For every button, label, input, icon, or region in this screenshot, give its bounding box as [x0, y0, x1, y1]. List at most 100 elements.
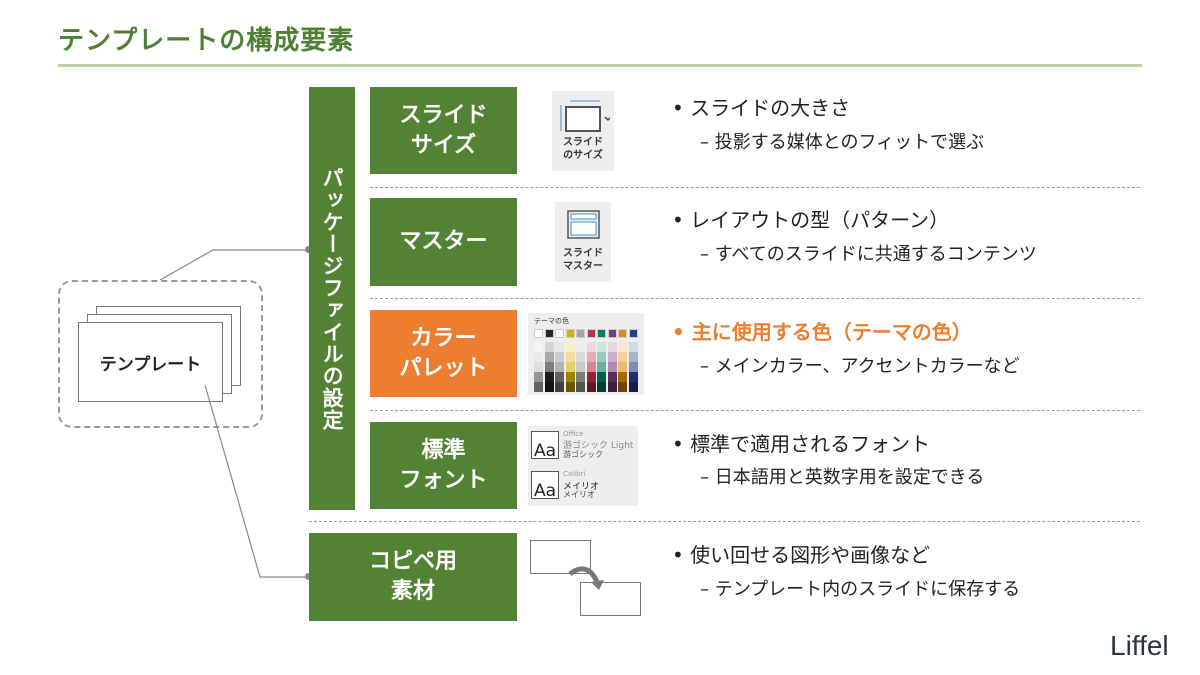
slide-size-icon: スライド のサイズ	[552, 91, 614, 171]
palette-shade[interactable]	[597, 342, 606, 352]
palette-shade[interactable]	[555, 352, 564, 362]
palette-swatch[interactable]	[618, 329, 627, 338]
package-settings-bar: パッケージファイルの設定	[309, 87, 355, 510]
palette-shade[interactable]	[586, 372, 596, 382]
palette-shade[interactable]	[544, 352, 554, 362]
slide-size-label: スライド のサイズ	[563, 137, 603, 161]
template-page: テンプレート	[78, 322, 223, 402]
palette-shade[interactable]	[565, 382, 575, 392]
bullet-standard-font: • 標準で適用されるフォント	[672, 432, 931, 456]
palette-swatch[interactable]	[544, 329, 554, 338]
font-theme-name: Calibri	[563, 470, 586, 478]
divider	[370, 410, 1140, 411]
palette-shade[interactable]	[534, 362, 543, 372]
palette-swatch[interactable]	[607, 329, 617, 338]
palette-shade[interactable]	[607, 362, 617, 372]
slide-master-label: スライド マスター	[563, 248, 603, 272]
palette-shade[interactable]	[597, 352, 606, 362]
palette-shade[interactable]	[618, 352, 627, 362]
palette-shade[interactable]	[565, 352, 575, 362]
palette-shade[interactable]	[555, 342, 564, 352]
palette-shade[interactable]	[628, 382, 638, 392]
palette-shade[interactable]	[597, 362, 606, 372]
font-preview: Aa Office 游ゴシック Light 游ゴシック Aa Calibri メ…	[528, 426, 638, 506]
title-underline	[58, 64, 1142, 67]
palette-shade[interactable]	[607, 372, 617, 382]
font-body: 游ゴシック	[563, 450, 603, 459]
template-label: テンプレート	[99, 354, 202, 375]
font-heading: 游ゴシック Light	[563, 441, 634, 451]
liffel-logo: Liffel	[1110, 630, 1169, 661]
page-title: テンプレートの構成要素	[58, 26, 355, 56]
slide-size-box: スライド サイズ	[370, 87, 517, 174]
palette-shade[interactable]	[628, 352, 638, 362]
divider	[370, 298, 1140, 299]
palette-shade[interactable]	[586, 362, 596, 372]
divider	[309, 521, 1140, 522]
palette-swatch[interactable]	[586, 329, 596, 338]
palette-swatch[interactable]	[565, 329, 575, 338]
palette-shade[interactable]	[576, 382, 585, 392]
color-palette-box: カラー パレット	[370, 310, 517, 397]
palette-shade[interactable]	[576, 362, 585, 372]
palette-shade[interactable]	[576, 342, 585, 352]
palette-shade[interactable]	[586, 352, 596, 362]
palette-shade[interactable]	[555, 372, 564, 382]
palette-swatch[interactable]	[576, 329, 585, 338]
font-sample: Aa	[531, 471, 559, 499]
palette-shade[interactable]	[618, 372, 627, 382]
bullet-color-palette: • 主に使用する色（テーマの色）	[672, 320, 972, 344]
palette-shade[interactable]	[534, 372, 543, 382]
copy-material-icon	[530, 540, 642, 618]
palette-shade[interactable]	[576, 372, 585, 382]
palette-shade[interactable]	[597, 382, 606, 392]
font-sample: Aa	[531, 431, 559, 459]
palette-shade[interactable]	[544, 382, 554, 392]
palette-shade[interactable]	[534, 342, 543, 352]
theme-color-palette: テーマの色	[528, 313, 644, 395]
sub-copy-material: – テンプレート内のスライドに保存する	[700, 579, 1021, 600]
bullet-copy-material: • 使い回せる図形や画像など	[672, 543, 931, 567]
palette-shade[interactable]	[555, 362, 564, 372]
sub-color-palette: – メインカラー、アクセントカラーなど	[700, 356, 1020, 377]
palette-swatch[interactable]	[534, 329, 543, 338]
palette-shade[interactable]	[565, 372, 575, 382]
palette-shade[interactable]	[544, 372, 554, 382]
sub-standard-font: – 日本語用と英数字用を設定できる	[700, 467, 985, 488]
connector-dot	[305, 246, 312, 253]
connector-dot	[305, 573, 312, 580]
palette-title: テーマの色	[534, 317, 569, 325]
palette-shade[interactable]	[618, 382, 627, 392]
template-group	[58, 280, 263, 428]
font-heading: メイリオ	[563, 482, 600, 492]
palette-shade[interactable]	[628, 362, 638, 372]
palette-shade[interactable]	[565, 362, 575, 372]
palette-shade[interactable]	[544, 362, 554, 372]
font-body: メイリオ	[563, 490, 595, 499]
palette-shade[interactable]	[555, 382, 564, 392]
palette-shade[interactable]	[544, 342, 554, 352]
palette-shade[interactable]	[618, 342, 627, 352]
palette-swatch[interactable]	[628, 329, 638, 338]
palette-shade[interactable]	[597, 372, 606, 382]
divider	[370, 187, 1140, 188]
palette-shade[interactable]	[534, 352, 543, 362]
palette-shade[interactable]	[565, 342, 575, 352]
master-box: マスター	[370, 198, 517, 286]
palette-shade[interactable]	[628, 372, 638, 382]
palette-swatch[interactable]	[555, 329, 564, 338]
palette-shade[interactable]	[576, 352, 585, 362]
palette-shade[interactable]	[534, 382, 543, 392]
palette-shade[interactable]	[607, 382, 617, 392]
palette-swatch[interactable]	[597, 329, 606, 338]
bullet-master: • レイアウトの型（パターン）	[672, 208, 950, 232]
slide-master-icon: スライド マスター	[555, 202, 611, 282]
font-theme-name: Office	[563, 430, 584, 438]
palette-shade[interactable]	[586, 382, 596, 392]
palette-shade[interactable]	[586, 342, 596, 352]
palette-shade[interactable]	[607, 342, 617, 352]
palette-shade[interactable]	[607, 352, 617, 362]
palette-shade[interactable]	[628, 342, 638, 352]
palette-shade[interactable]	[618, 362, 627, 372]
